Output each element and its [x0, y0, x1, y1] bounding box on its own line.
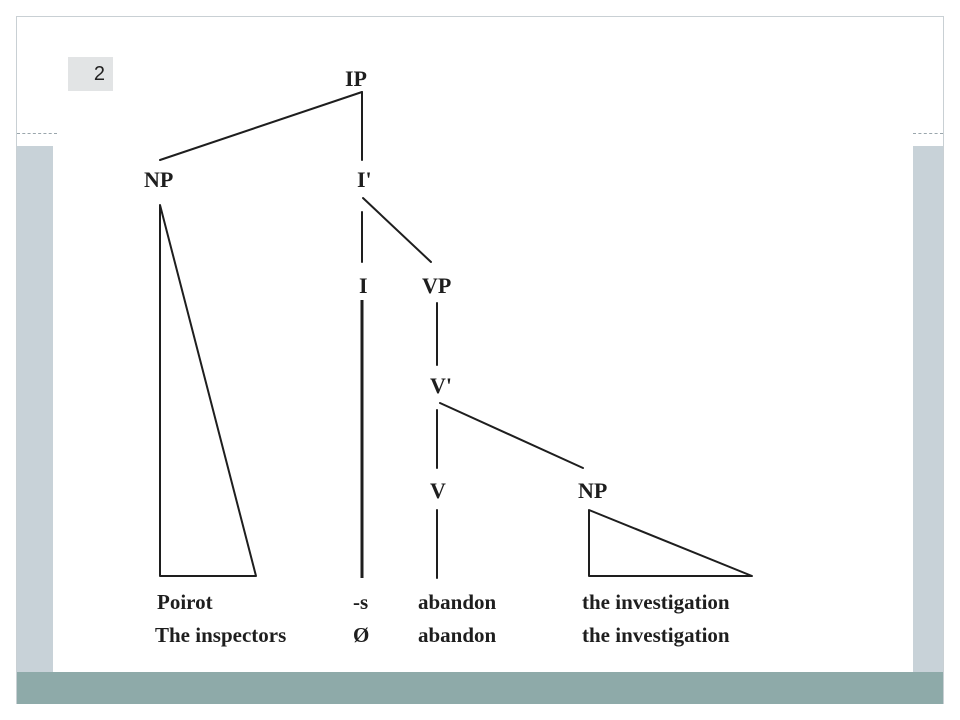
divider-left [17, 133, 57, 134]
node-v-bar: V' [430, 373, 452, 398]
edge-ip-np [159, 91, 363, 161]
side-band-left [17, 146, 53, 672]
leaf-subject-2: The inspectors [155, 623, 286, 647]
side-band-right [913, 146, 943, 672]
leaf-verb-2: abandon [418, 623, 497, 647]
leaf-verb-1: abandon [418, 590, 497, 614]
leaf-object-1: the investigation [582, 590, 730, 614]
node-i: I [359, 273, 368, 298]
leaf-inflection-2: Ø [353, 623, 369, 647]
slide-number: 2 [68, 57, 113, 91]
node-vp: VP [422, 273, 451, 298]
triangle-np-object [588, 509, 753, 577]
triangle-np-subject [159, 204, 257, 577]
leaf-subject-1: Poirot [157, 590, 213, 614]
node-ip: IP [345, 66, 367, 91]
divider-right [913, 133, 943, 134]
edge-ibar-vp [362, 197, 432, 263]
footer-band [17, 672, 943, 704]
edge-vbar-np [439, 402, 584, 469]
node-i-bar: I' [357, 167, 372, 192]
node-np-object: NP [578, 478, 607, 503]
slide-frame [16, 16, 944, 704]
leaf-object-2: the investigation [582, 623, 730, 647]
leaf-inflection-1: -s [353, 590, 368, 614]
node-v: V [430, 478, 446, 503]
node-np-subject: NP [144, 167, 173, 192]
